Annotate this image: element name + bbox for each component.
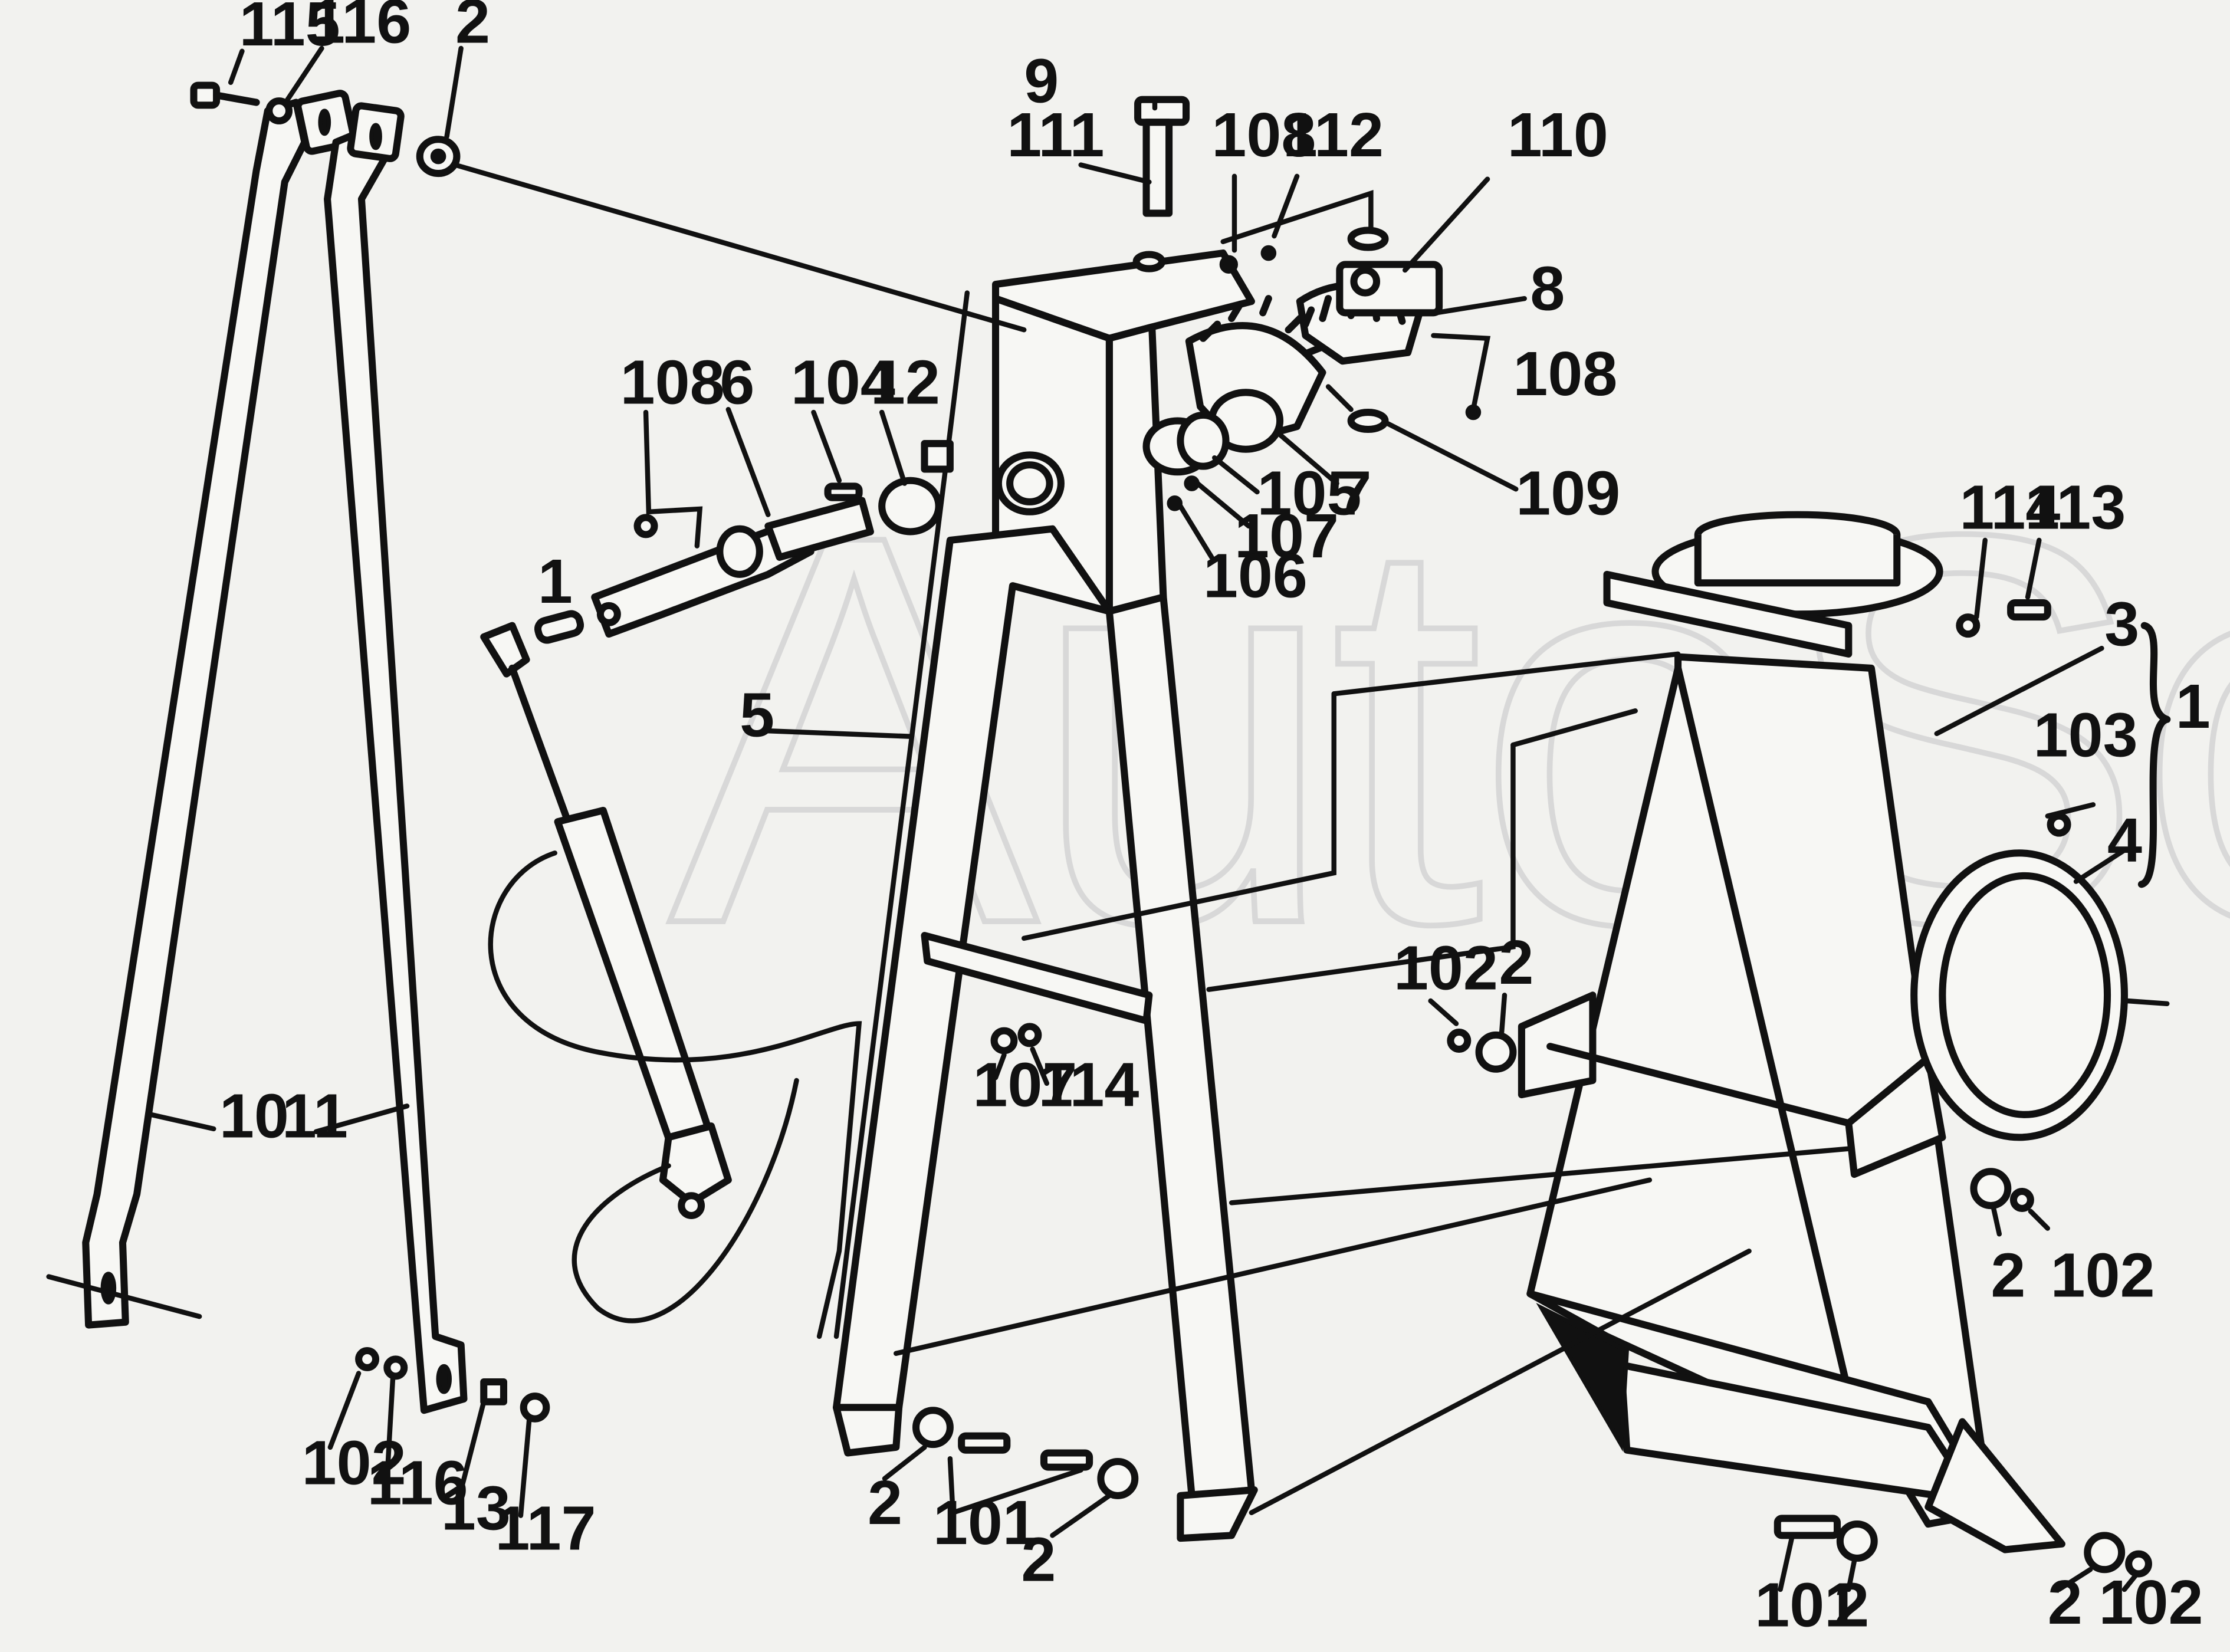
bolt-101-right [1040,1449,1093,1471]
washer-114-right [1956,613,1981,638]
callout-111: 111 [1007,100,1104,170]
callout-115: 115 [239,0,340,59]
callout-113: 113 [2025,473,2126,543]
leader-lines [46,45,2170,1592]
callout-106: 106 [1203,541,1308,610]
brace-item-1 [2137,622,2171,888]
callout-2: 2 [1021,1525,1056,1594]
plate-13 [480,1378,508,1405]
bush-2-lower-right [1970,1168,2012,1210]
callout-9: 9 [1024,47,1059,116]
callout-109: 109 [1516,459,1620,528]
callout-2: 2 [1834,1571,1869,1640]
nut-102-left [355,1346,380,1371]
callout-1: 1 [538,547,573,616]
bolt-101-left [958,1432,1011,1454]
callout-102: 102 [302,1428,406,1498]
callout-2: 2 [1991,1240,2025,1310]
callout-11: 11 [282,1081,348,1151]
bush-2-left-foot [912,1407,954,1449]
bush-12 [878,477,942,536]
callout-116: 116 [310,0,411,56]
callout-2: 2 [1499,928,1533,997]
callout-7: 7 [1337,459,1372,528]
bolt-113 [2007,599,2051,621]
callout-101: 101 [933,1488,1037,1558]
callout-104: 104 [791,348,895,418]
callout-6: 6 [720,348,754,418]
bolt-117 [520,1392,550,1423]
callout-2: 2 [455,0,490,56]
nut-102-right [1447,1028,1472,1053]
screw-112 [1260,245,1277,261]
callout-3: 3 [2104,589,2139,659]
washer-110 [1347,226,1389,251]
callout-2: 2 [2048,1568,2083,1637]
nut-107-frame [990,1027,1018,1055]
bush-2-top [416,136,461,178]
callout-108: 108 [1513,339,1617,409]
pin-9 [1132,96,1190,272]
callout-108: 108 [1211,100,1316,170]
callout-10: 10 [219,1081,289,1151]
callout-102: 102 [2099,1568,2203,1637]
callout-5: 5 [740,681,774,750]
ring-4 [1910,849,2128,1141]
frame-3 [1518,511,2065,1554]
nut-102-bottom-right [2125,1550,2152,1578]
bolt-115 [190,81,260,109]
callout-117: 117 [495,1493,596,1563]
key-104 [824,482,863,501]
callout-114: 114 [1038,1050,1139,1119]
callout-112: 112 [1283,100,1384,170]
callout-102: 102 [2051,1240,2155,1310]
callout-110: 110 [1508,100,1608,170]
washer-114-frame [1017,1023,1042,1047]
nut-108-top [1219,255,1239,274]
callout-4: 4 [2107,806,2142,875]
callout-labels: 115 116 2 9 111 108 112 110 8 108 108 6 … [219,0,2211,1640]
bush-2-right [1475,1031,1517,1073]
callout-107: 107 [973,1050,1077,1119]
callout-12: 12 [871,348,940,418]
callout-13: 13 [441,1474,511,1543]
callout-116: 116 [367,1448,468,1518]
a-frame-5 [833,249,1258,1542]
callout-8: 8 [1530,254,1565,323]
hydraulic-cylinder [480,622,862,1339]
callout-102: 102 [1394,934,1498,1003]
callout-114: 114 [1959,473,2060,543]
callout-1: 1 [2176,672,2211,741]
nut-103 [2047,812,2071,837]
bolt-101-bottom [1774,1515,1841,1539]
bush-2-right-foot [1097,1457,1139,1499]
washer-109 [1347,409,1389,433]
bevel-gear-7 [1142,295,1326,476]
callout-105: 105 [1257,459,1362,528]
washer-116-top [265,97,293,124]
washer-116-bottom [383,1355,408,1380]
leg-11 [324,102,468,1414]
screw-106 [1167,495,1183,511]
callout-107: 107 [1234,501,1339,571]
arm-6 [591,497,874,638]
callout-103: 103 [2034,700,2138,770]
callout-108: 108 [620,348,725,418]
bevel-gear-8 [1296,261,1443,365]
callout-101: 101 [1755,1571,1859,1640]
nut-102-lower-right [2009,1187,2034,1212]
nut-108-left [633,514,658,538]
pin-1 [534,610,584,644]
bush-2-bottom-right [2084,1532,2126,1574]
callout-2: 2 [868,1468,902,1538]
bush-2-bottom [1836,1520,1878,1562]
